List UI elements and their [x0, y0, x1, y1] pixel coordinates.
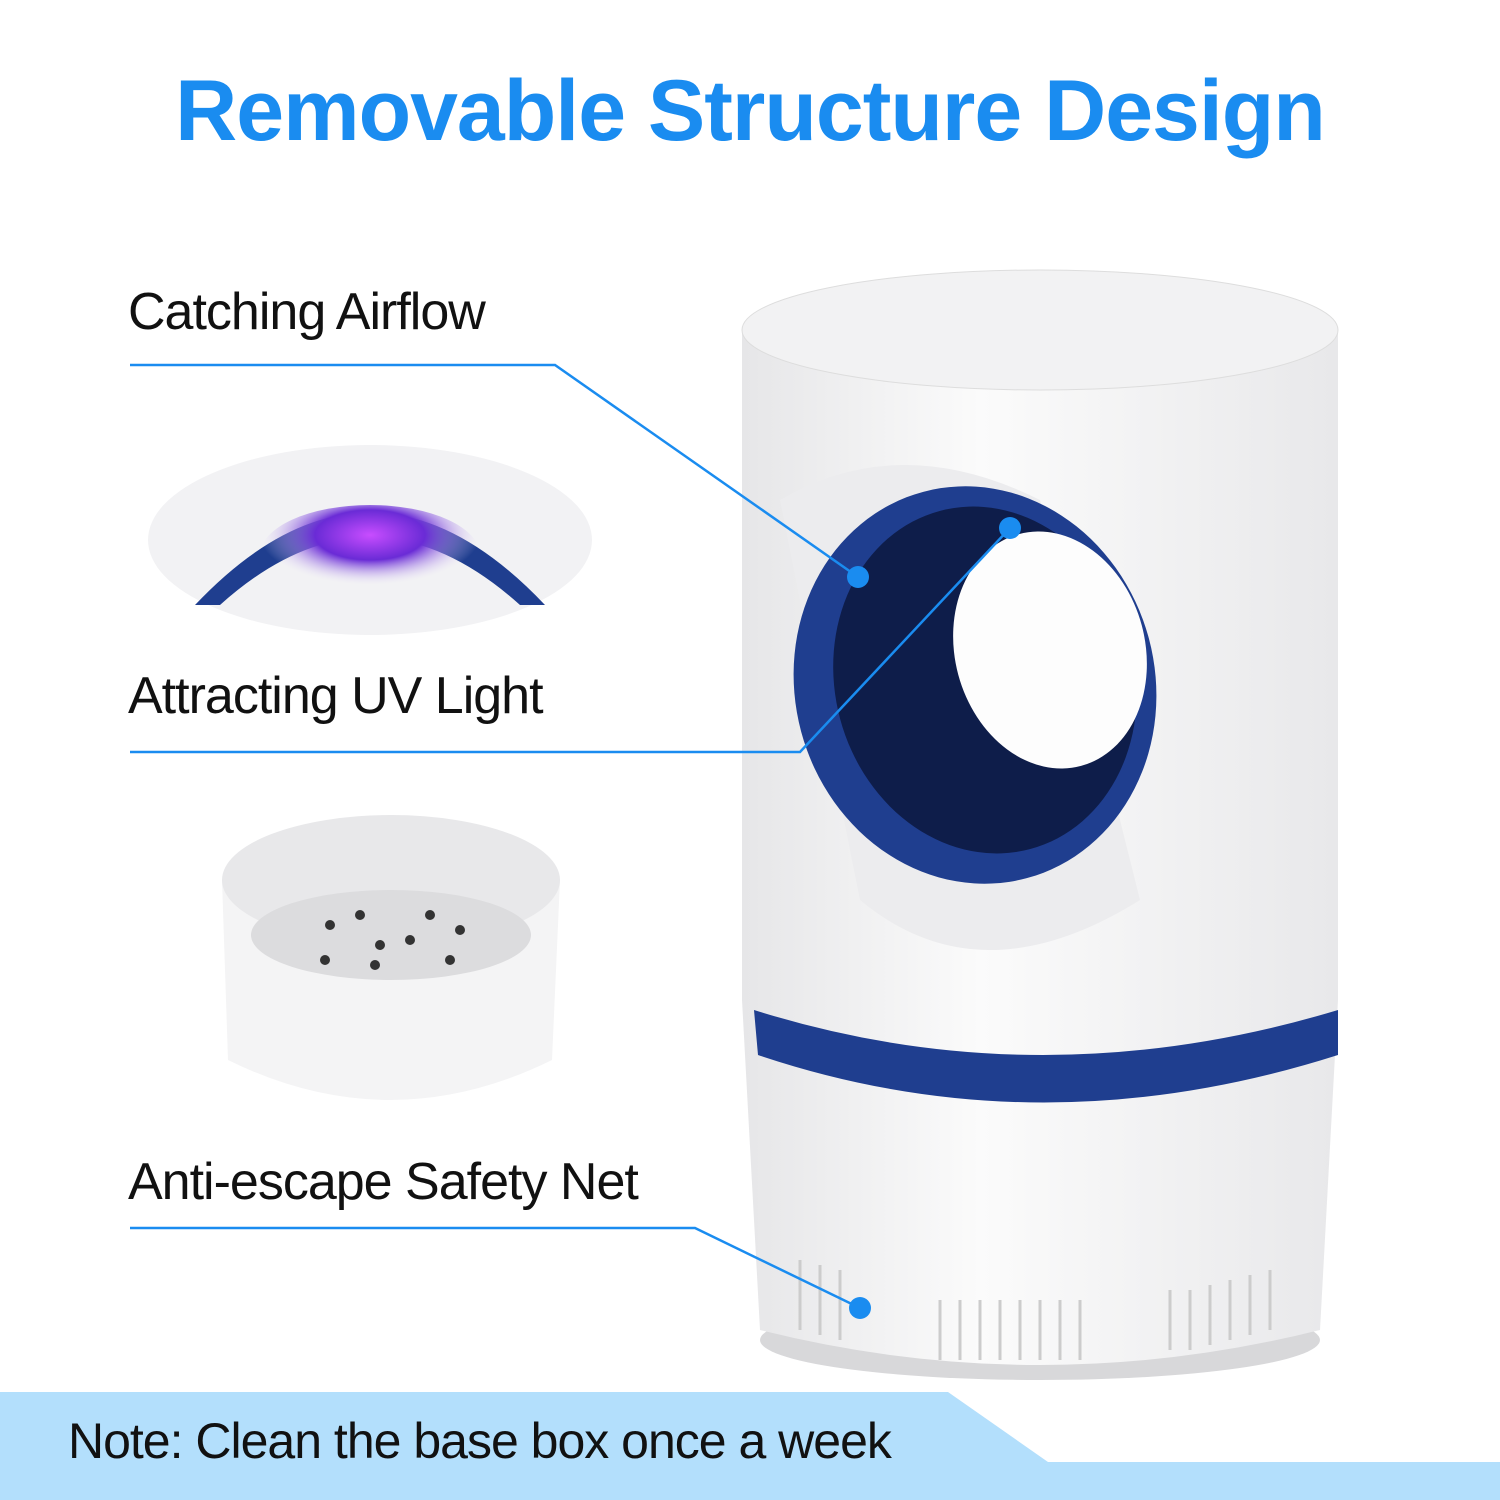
base-box — [222, 815, 560, 1100]
feature-label-safety-net: Anti-escape Safety Net — [128, 1153, 639, 1211]
note-text: Note: Clean the base box once a week — [68, 1413, 892, 1469]
feature-label-uv-light: Attracting UV Light — [128, 667, 544, 725]
feature-label-catching-airflow: Catching Airflow — [128, 283, 486, 341]
mosquito-lamp — [741, 269, 1339, 1380]
callout-safety-net — [130, 1226, 861, 1310]
callout-lines — [130, 363, 1011, 1310]
uv-light-part — [148, 445, 592, 635]
callout-catching-airflow — [130, 363, 859, 579]
callout-uv-light — [130, 527, 1011, 754]
page-title: Removable Structure Design — [175, 63, 1326, 159]
note-banner — [0, 1392, 1500, 1500]
